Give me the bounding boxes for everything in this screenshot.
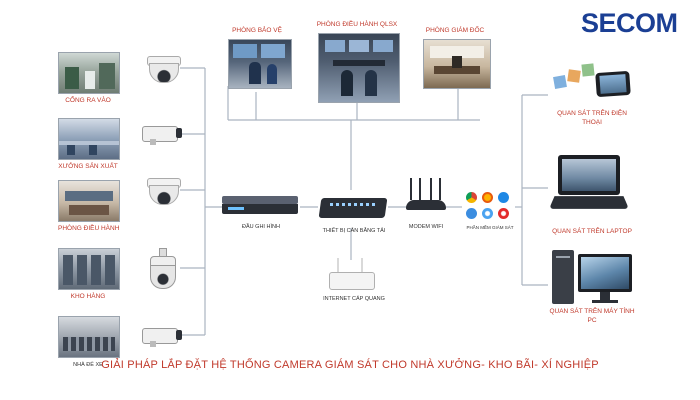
software-label: PHẦN MỀM GIÁM SÁT xyxy=(466,225,514,230)
browser-icon xyxy=(466,192,477,203)
fiber-modem-label: INTERNET CÁP QUANG xyxy=(323,296,385,302)
room-photo-security xyxy=(228,39,292,89)
nvr-recorder-icon xyxy=(222,194,300,218)
location-label-control-room: PHÒNG ĐIỀU HÀNH xyxy=(58,225,120,232)
wifi-router-label: MODEM WIFI xyxy=(408,224,444,230)
bullet-camera-icon xyxy=(140,325,184,347)
room-label-security: PHÒNG BẢO VỆ xyxy=(232,27,282,34)
laptop-icon xyxy=(549,155,632,221)
bullet-camera-icon xyxy=(140,123,184,145)
browser-icon xyxy=(498,208,509,219)
room-photo-director xyxy=(423,39,491,89)
location-label-factory: XƯỞNG SẢN XUẤT xyxy=(58,163,118,170)
nvr-label: ĐẦU GHI HÌNH xyxy=(242,224,280,230)
location-photo-control-room xyxy=(58,180,120,222)
location-photo-factory xyxy=(58,118,120,160)
location-label-warehouse: KHO HÀNG xyxy=(70,293,106,300)
viewer-label-pc-2: PC xyxy=(587,317,597,324)
browser-icons xyxy=(462,190,514,224)
viewer-label-phone-2: THOẠI xyxy=(582,119,602,126)
room-photo-operations xyxy=(318,33,400,103)
browser-icon xyxy=(498,192,509,203)
load-balancer-label: THIẾT BỊ CÂN BẰNG TẢI xyxy=(322,228,386,234)
location-photo-warehouse xyxy=(58,248,120,290)
dome-camera-icon xyxy=(143,52,183,86)
viewer-label-phone-1: QUAN SÁT TRÊN ĐIỆN xyxy=(557,110,627,117)
location-photo-parking xyxy=(58,316,120,358)
location-label-gate: CỔNG RA VÀO xyxy=(65,97,111,104)
dome-camera-icon xyxy=(143,174,183,208)
ptz-camera-icon xyxy=(146,248,180,290)
diagram-caption: GIẢI PHÁP LẮP ĐẶT HỆ THỐNG CAMERA GIÁM S… xyxy=(101,359,599,371)
secom-logo: SECOM xyxy=(581,8,678,38)
load-balancer-icon xyxy=(318,190,388,226)
location-label-parking: NHÀ ĐỂ XE xyxy=(73,362,103,368)
viewer-label-laptop: QUAN SÁT TRÊN LAPTOP xyxy=(552,228,632,235)
room-label-director: PHÒNG GIÁM ĐỐC xyxy=(425,27,485,34)
smartphone-icon xyxy=(548,62,634,108)
fiber-modem-icon xyxy=(327,258,375,292)
location-photo-gate xyxy=(58,52,120,94)
browser-icon xyxy=(482,208,493,219)
browser-icon xyxy=(466,208,477,219)
room-label-operations: PHÒNG ĐIỀU HÀNH QLSX xyxy=(316,21,398,28)
desktop-pc-icon xyxy=(548,250,638,306)
wifi-router-icon xyxy=(404,178,448,214)
browser-icon xyxy=(482,192,493,203)
viewer-label-pc-1: QUAN SÁT TRÊN MÁY TÍNH xyxy=(549,308,635,315)
